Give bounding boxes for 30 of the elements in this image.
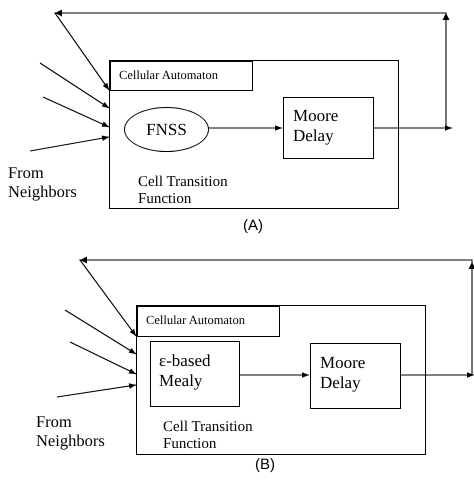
arrow [54, 10, 450, 129]
node-text: Cell Transition Function [163, 419, 254, 454]
process-box [137, 306, 280, 337]
node-text: Cellular Automaton [119, 68, 219, 82]
node-text: Moore Delay [293, 106, 340, 146]
process-box [109, 60, 399, 209]
process-box [136, 305, 426, 455]
panel-label: (B) [255, 456, 276, 474]
arrow [30, 135, 110, 152]
node-text: FNSS [146, 120, 187, 140]
process-box [310, 343, 401, 409]
arrow [239, 372, 309, 378]
arrow [42, 96, 110, 128]
node-text: Moore Delay [320, 353, 366, 392]
arrow [70, 342, 136, 374]
arrow [40, 62, 110, 108]
arrow [56, 383, 136, 398]
arrow [208, 125, 282, 131]
arrow [64, 310, 136, 354]
input-label: From Neighbors [8, 164, 78, 202]
process-box [150, 341, 240, 407]
arrow [78, 256, 474, 376]
process-box [110, 61, 253, 91]
input-label: From Neighbors [36, 413, 106, 451]
node-text: Cellular Automaton [146, 313, 246, 328]
panel-label: (A) [243, 217, 264, 234]
process-box [283, 97, 374, 159]
node-text: ε-based Mealy [159, 351, 212, 390]
process-ellipse [124, 107, 209, 152]
node-text: Cell Transition Function [138, 174, 229, 208]
